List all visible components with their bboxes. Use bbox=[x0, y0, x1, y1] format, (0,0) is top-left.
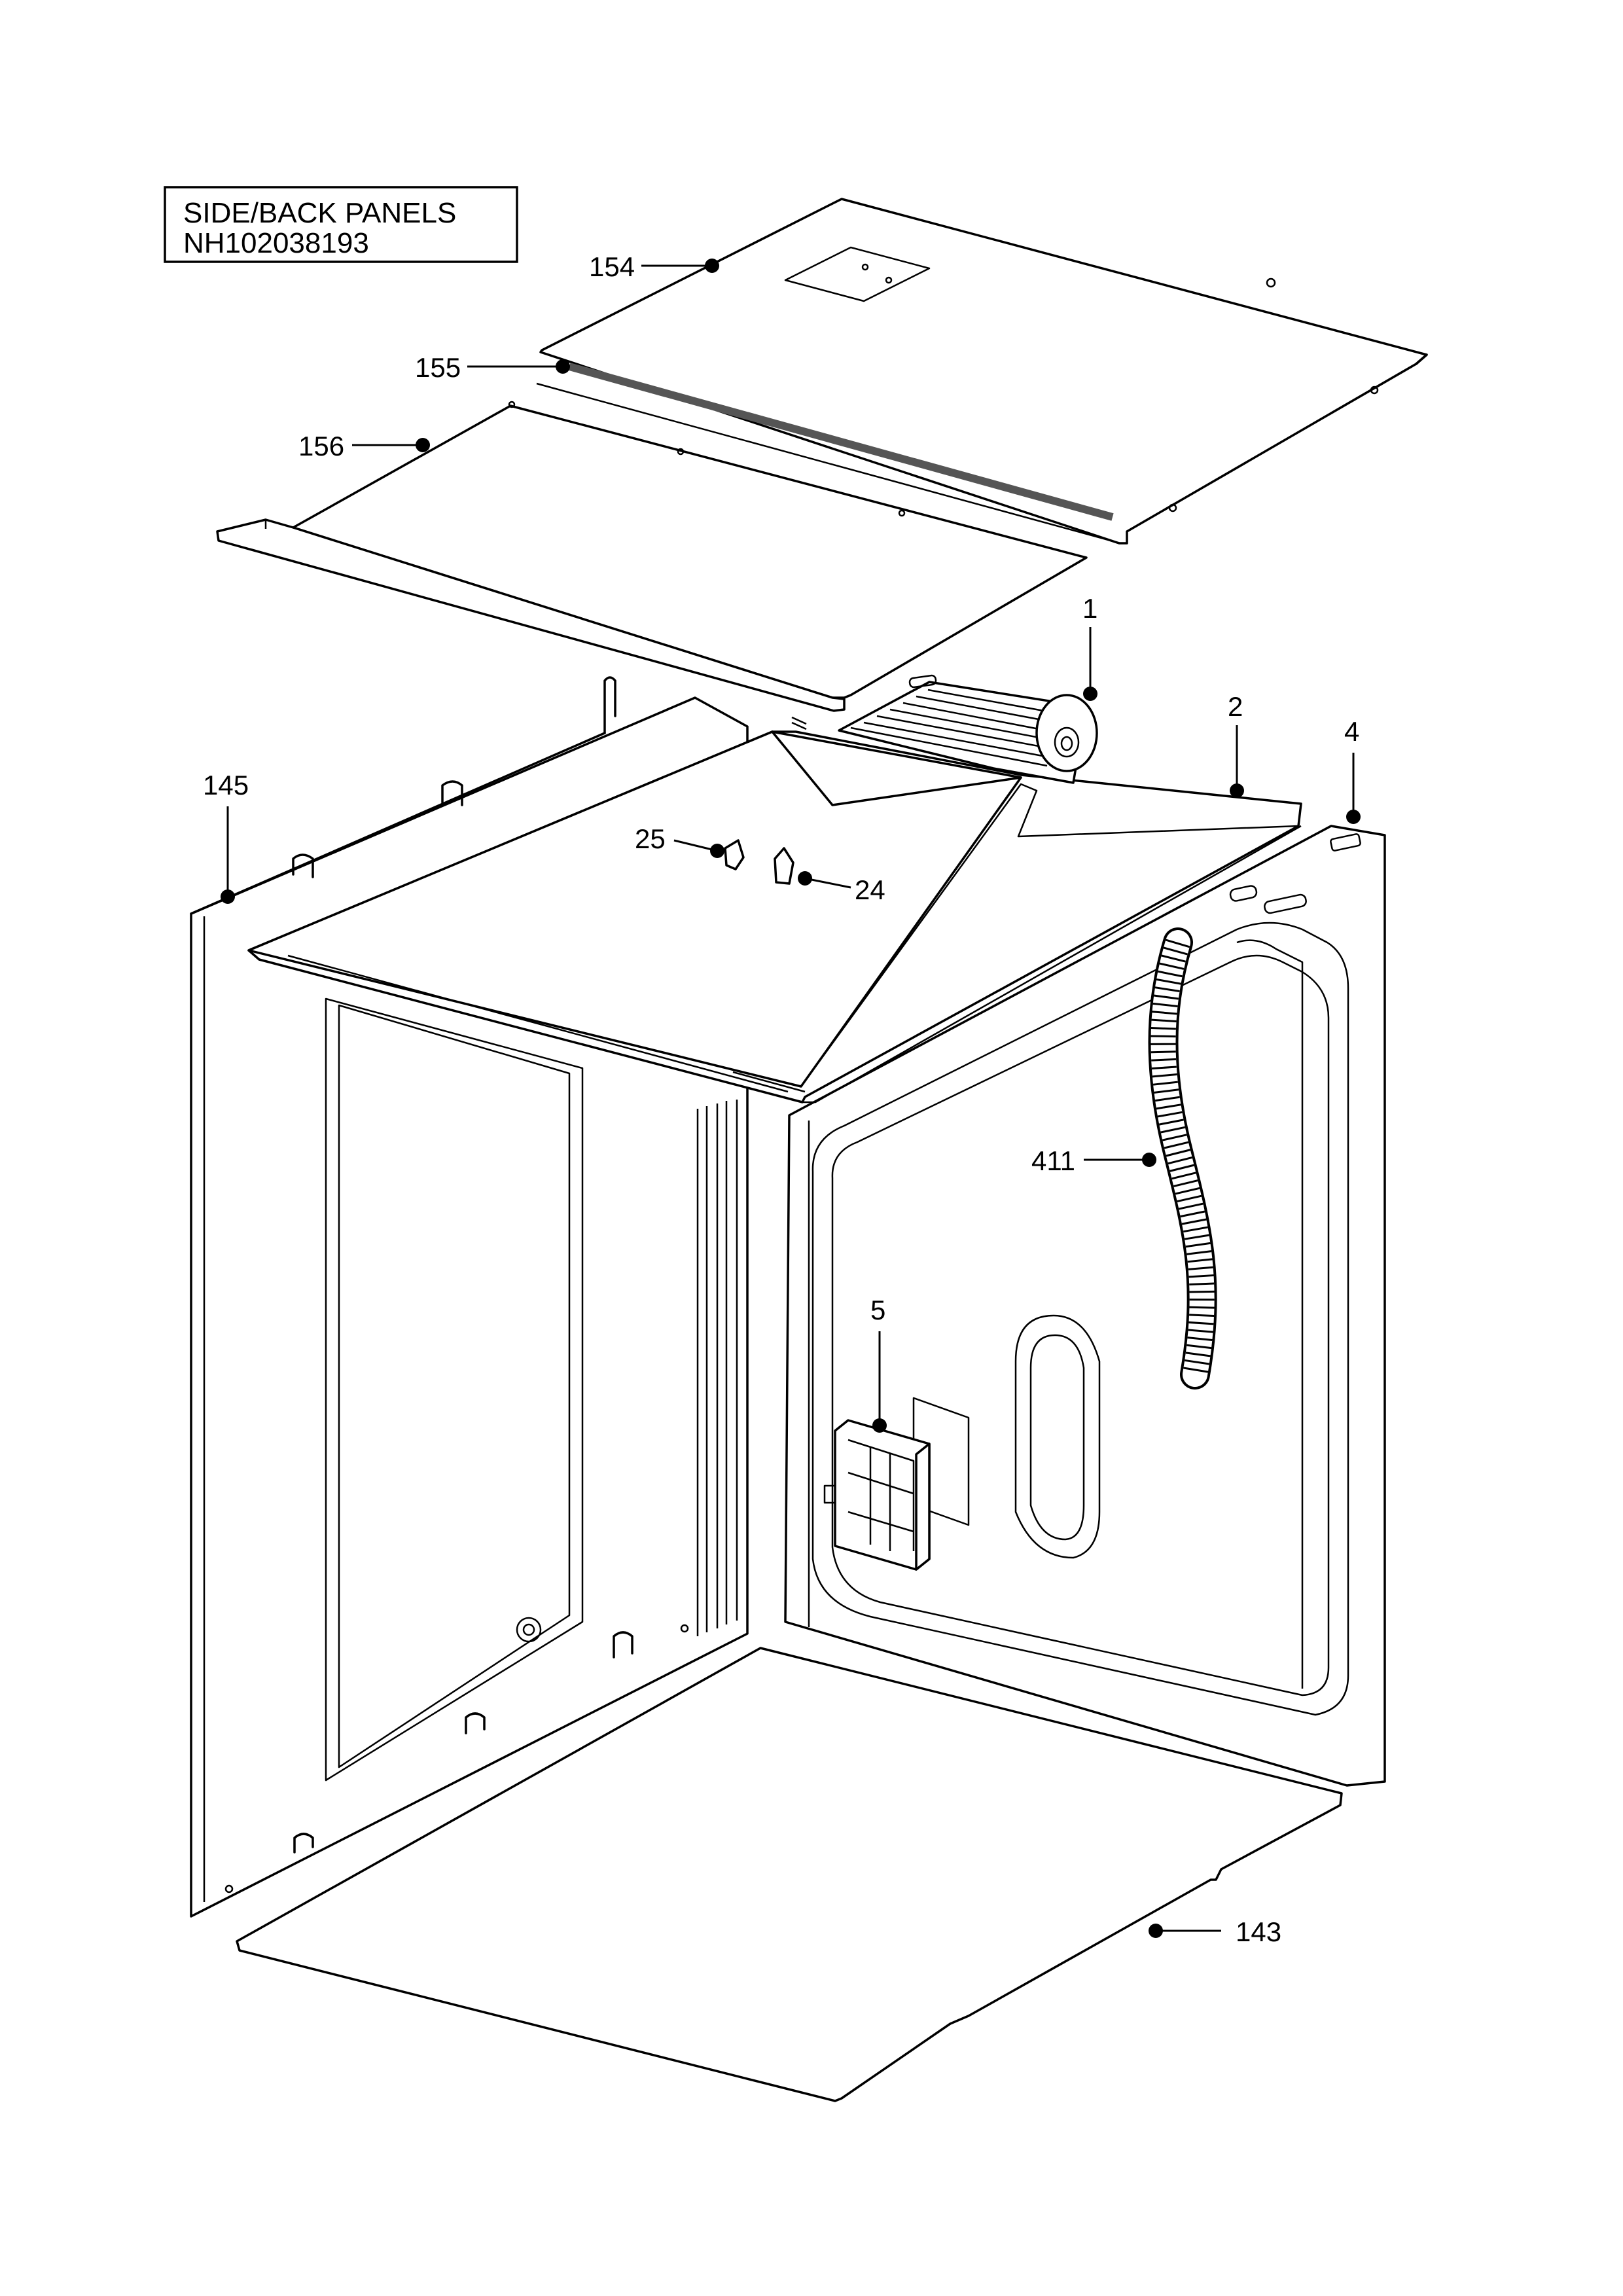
bottom-panel bbox=[236, 1647, 1343, 2102]
back-panel bbox=[784, 825, 1386, 1787]
callout-label-25: 25 bbox=[635, 823, 666, 854]
clip-24 bbox=[774, 847, 794, 885]
callout-label-154: 154 bbox=[589, 251, 635, 282]
title-box: SIDE/BACK PANELS NH102038193 bbox=[164, 186, 518, 263]
title-line-1: SIDE/BACK PANELS bbox=[183, 197, 456, 229]
callout-25: 25 bbox=[635, 823, 724, 858]
callout-label-143: 143 bbox=[1236, 1916, 1281, 1947]
front-top-panel bbox=[216, 401, 1088, 712]
blower-assembly bbox=[838, 674, 1098, 784]
callout-156: 156 bbox=[298, 431, 430, 461]
callout-label-1: 1 bbox=[1082, 593, 1097, 624]
clip-25 bbox=[724, 839, 745, 870]
callout-label-24: 24 bbox=[855, 874, 885, 905]
title-line-2: NH102038193 bbox=[183, 227, 369, 259]
callout-155: 155 bbox=[415, 352, 570, 383]
callout-143: 143 bbox=[1149, 1916, 1281, 1947]
top-cover bbox=[247, 716, 1302, 1103]
callout-label-2: 2 bbox=[1228, 691, 1243, 722]
callout-2: 2 bbox=[1228, 691, 1244, 798]
callout-145: 145 bbox=[203, 770, 249, 904]
callout-label-145: 145 bbox=[203, 770, 249, 800]
callout-1: 1 bbox=[1082, 593, 1097, 701]
terminal-block bbox=[823, 1397, 970, 1571]
callout-5: 5 bbox=[870, 1295, 887, 1433]
callout-154: 154 bbox=[589, 251, 719, 282]
callout-label-156: 156 bbox=[298, 431, 344, 461]
callout-label-155: 155 bbox=[415, 352, 461, 383]
callout-label-5: 5 bbox=[870, 1295, 885, 1325]
callout-4: 4 bbox=[1344, 716, 1361, 824]
callout-24: 24 bbox=[798, 871, 885, 905]
callout-411: 411 bbox=[1031, 1145, 1156, 1176]
corrugated-hose bbox=[1148, 927, 1217, 1390]
callout-label-4: 4 bbox=[1344, 716, 1359, 747]
seal-strip bbox=[536, 363, 1121, 545]
callout-label-411: 411 bbox=[1031, 1145, 1075, 1176]
